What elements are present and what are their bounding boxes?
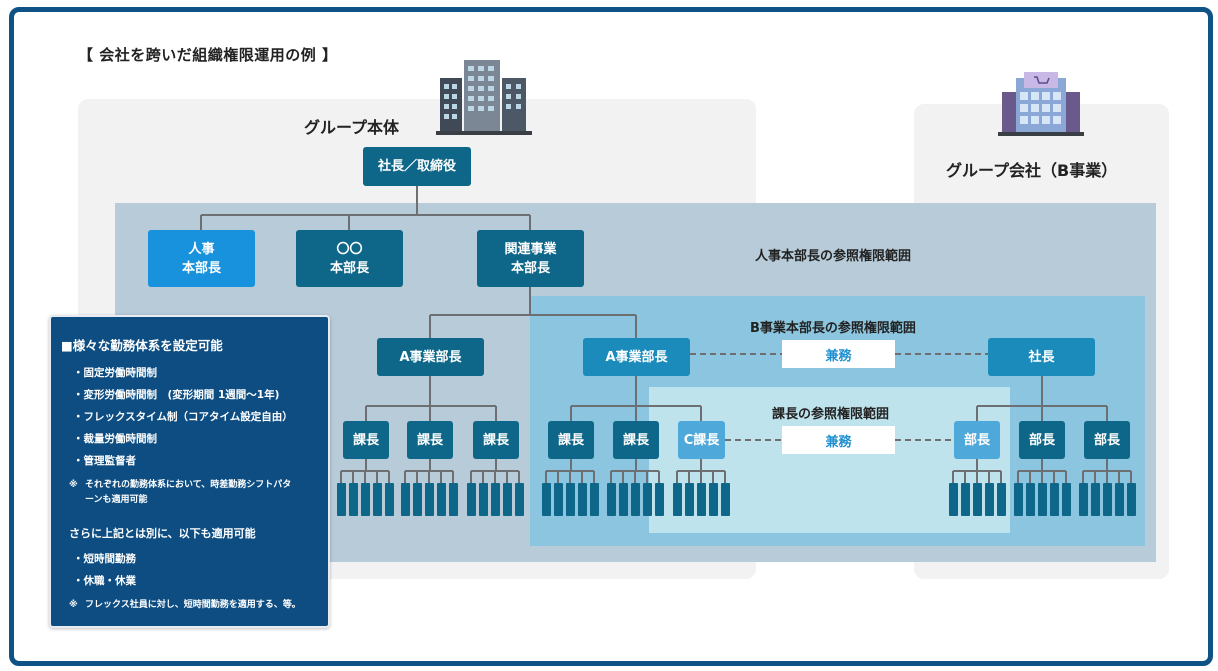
staff-member [503,483,512,516]
staff-member [349,483,358,516]
note-text: フレックス社員に対し、短時間勤務を適用する、等。 [85,600,301,610]
staff-member [467,483,476,516]
work-style-item: ・裁量労働時間制 [73,433,157,445]
kacho-node: 課長 [548,421,594,459]
work-style-item: ・管理監督者 [73,455,136,467]
group-main-heading: グループ本体 [304,118,400,137]
staff-member [578,483,587,516]
staff-member [1038,483,1047,516]
staff-member [1062,483,1071,516]
work-style-note: ※ それぞれの勤務体系において、時差勤務シフトパターンも適用可能 [69,478,314,510]
staff-member [542,483,551,516]
work-style-item: ・固定労働時間制 [73,367,157,379]
sub-president-node: 社長 [988,338,1095,376]
shopping-mall-icon [998,72,1084,136]
a-manager-left-node: A事業部長 [377,338,484,376]
staff-member [721,483,730,516]
president-node: 社長／取締役 [363,147,471,186]
note-text: それぞれの勤務体系において、時差勤務シフトパターンも適用可能 [85,480,292,505]
page-title: 【 会社を跨いだ組織権限運用の例 】 [78,46,338,64]
additional-heading: さらに上記とは別に、以下も適用可能 [69,527,256,540]
staff-member [515,483,524,516]
staff-member [479,483,488,516]
staff-member [697,483,706,516]
staff-member [985,483,994,516]
staff-member [1103,483,1112,516]
b-scope-label: B事業本部長の参照権限範囲 [750,321,916,336]
staff-member [437,483,446,516]
office-building-icon [436,60,532,135]
a-manager-right-node: A事業部長 [583,338,690,376]
group-company-heading: グループ会社（B事業） [946,161,1118,180]
staff-member [337,483,346,516]
oo-head-line2: 本部長 [329,260,369,276]
work-style-item: ・変形労働時間制 (変形期間 1週間〜1年) [73,389,280,401]
additional-item: ・短時間勤務 [73,553,136,565]
staff-member [1026,483,1035,516]
staff-member [566,483,575,516]
kacho-node: 課長 [473,421,519,459]
staff-member [1014,483,1023,516]
staff-member [643,483,652,516]
kacho-node: 課長 [343,421,389,459]
staff-member [1079,483,1088,516]
staff-member [685,483,694,516]
staff-member [361,483,370,516]
staff-member [590,483,599,516]
kenmu-label-upper: 兼務 [782,340,895,368]
note-mark: ※ [69,600,78,610]
staff-member [973,483,982,516]
related-head-node: 関連事業 本部長 [477,230,584,287]
staff-member [997,483,1006,516]
work-style-heading: ■様々な勤務体系を設定可能 [61,338,223,353]
hr-head-line2: 本部長 [181,260,221,276]
hr-scope-label: 人事本部長の参照権限範囲 [755,249,912,264]
staff-member [709,483,718,516]
staff-member [655,483,664,516]
staff-member [1050,483,1059,516]
staff-member [554,483,563,516]
bucho-node: 部長 [1019,421,1065,459]
related-head-line1: 関連事業 [504,241,557,257]
staff-member [607,483,616,516]
bucho-node: 部長 [1084,421,1130,459]
additional-item: ・休職・休業 [73,575,136,587]
work-style-panel: ■様々な勤務体系を設定可能 ・固定労働時間制 ・変形労働時間制 (変形期間 1週… [49,315,330,628]
staff-member [1115,483,1124,516]
kenmu-label-lower: 兼務 [782,426,895,454]
staff-member [949,483,958,516]
staff-member [385,483,394,516]
c-kacho-node: C課長 [678,421,725,459]
kacho-scope-label: 課長の参照権限範囲 [772,407,890,422]
oo-head-line1: 〇〇 [336,241,363,257]
staff-member [425,483,434,516]
kacho-node: 課長 [407,421,453,459]
kacho-node: 課長 [613,421,659,459]
note-mark: ※ [69,480,78,490]
staff-member [631,483,640,516]
staff-member [1127,483,1136,516]
oo-head-node: 〇〇 本部長 [296,230,403,287]
staff-member [673,483,682,516]
staff-member [401,483,410,516]
staff-member [491,483,500,516]
hr-head-node: 人事 本部長 [148,230,255,287]
staff-member [373,483,382,516]
staff-member [961,483,970,516]
staff-member [449,483,458,516]
staff-member [413,483,422,516]
additional-note: ※ フレックス社員に対し、短時間勤務を適用する、等。 [69,598,324,614]
work-style-item: ・フレックスタイム制（コアタイム設定自由） [73,411,293,423]
staff-member [1091,483,1100,516]
bucho-node: 部長 [954,421,1000,459]
related-head-line2: 本部長 [510,260,550,276]
staff-member [619,483,628,516]
hr-head-line1: 人事 [188,241,215,257]
